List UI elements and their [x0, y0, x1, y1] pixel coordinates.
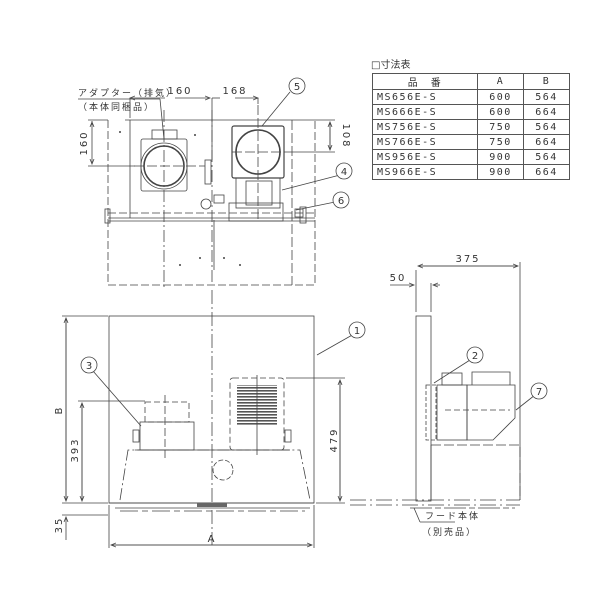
- callout-2: [466, 346, 484, 364]
- dim-B: B: [54, 406, 65, 415]
- table-row: MS966E-S 900 664: [372, 164, 570, 180]
- a-cell: 750: [477, 134, 524, 150]
- b-cell: 664: [523, 104, 570, 120]
- b-cell: 564: [523, 149, 570, 165]
- table-row: MS766E-S 750 664: [372, 134, 570, 150]
- callout-3-label: 3: [86, 361, 92, 372]
- model-cell: MS756E-S: [372, 119, 478, 135]
- dim-479: 479: [329, 427, 340, 452]
- callout-leaders: [92, 91, 536, 427]
- hood-label: フード本体: [425, 510, 480, 522]
- dim-A: A: [208, 534, 217, 545]
- table-row: MS656E-S 600 564: [372, 89, 570, 105]
- hood-note: （別売品）: [422, 526, 477, 538]
- b-cell: 664: [523, 164, 570, 180]
- header-model: 品 番: [372, 73, 478, 90]
- callout-7: [530, 382, 548, 400]
- callout-1: [348, 321, 366, 339]
- callout-3: [80, 356, 98, 374]
- table-row: MS956E-S 900 564: [372, 149, 570, 165]
- dim-160-vertical: 160: [79, 130, 90, 155]
- dim-375: 375: [455, 254, 480, 265]
- dimension-table: 品 番 A B MS656E-S 600 564 MS666E-S 600 66…: [372, 73, 570, 180]
- dim-393: 393: [70, 437, 81, 462]
- header-A: A: [477, 73, 524, 90]
- dimension-table-title: □寸法表: [371, 60, 411, 71]
- dim-160-horizontal: 160: [167, 86, 192, 97]
- dim-50: 50: [390, 273, 407, 284]
- callout-5: [288, 77, 306, 95]
- b-cell: 564: [523, 119, 570, 135]
- callout-1-label: 1: [354, 326, 360, 337]
- front-view: [62, 290, 345, 548]
- side-view: [350, 262, 521, 523]
- a-cell: 900: [477, 164, 524, 180]
- b-cell: 664: [523, 134, 570, 150]
- model-cell: MS666E-S: [372, 104, 478, 120]
- dim-168: 168: [222, 86, 247, 97]
- b-cell: 564: [523, 89, 570, 105]
- callout-6-label: 6: [338, 196, 344, 207]
- callout-2-label: 2: [472, 351, 478, 362]
- a-cell: 750: [477, 119, 524, 135]
- table-row: MS756E-S 750 564: [372, 119, 570, 135]
- callout-6: [332, 191, 350, 209]
- a-cell: 900: [477, 149, 524, 165]
- adapter-label: アダプター（排気）: [78, 87, 177, 99]
- callout-4-label: 4: [341, 167, 347, 178]
- top-view: [78, 98, 335, 290]
- model-cell: MS956E-S: [372, 149, 478, 165]
- model-cell: MS766E-S: [372, 134, 478, 150]
- callout-5-label: 5: [294, 82, 300, 93]
- dim-108: 108: [340, 123, 351, 148]
- callout-7-label: 7: [536, 387, 542, 398]
- model-cell: MS656E-S: [372, 89, 478, 105]
- a-cell: 600: [477, 89, 524, 105]
- adapter-note: （本体同梱品）: [78, 101, 155, 113]
- header-B: B: [523, 73, 570, 90]
- model-cell: MS966E-S: [372, 164, 478, 180]
- table-row: MS666E-S 600 664: [372, 104, 570, 120]
- table-header-row: 品 番 A B: [372, 73, 570, 90]
- dim-35: 35: [54, 517, 65, 534]
- callout-4: [335, 162, 353, 180]
- a-cell: 600: [477, 104, 524, 120]
